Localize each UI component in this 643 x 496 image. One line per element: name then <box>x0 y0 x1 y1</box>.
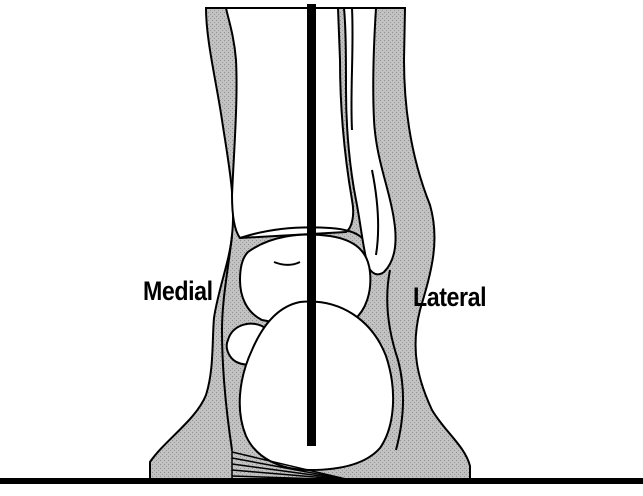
lateral-label: Lateral <box>413 282 486 313</box>
fibula-inner-line <box>351 8 352 130</box>
tibia-bone <box>226 8 353 238</box>
medial-label: Medial <box>143 276 213 307</box>
alignment-axis-bar <box>307 4 316 446</box>
ground-line <box>0 478 643 484</box>
